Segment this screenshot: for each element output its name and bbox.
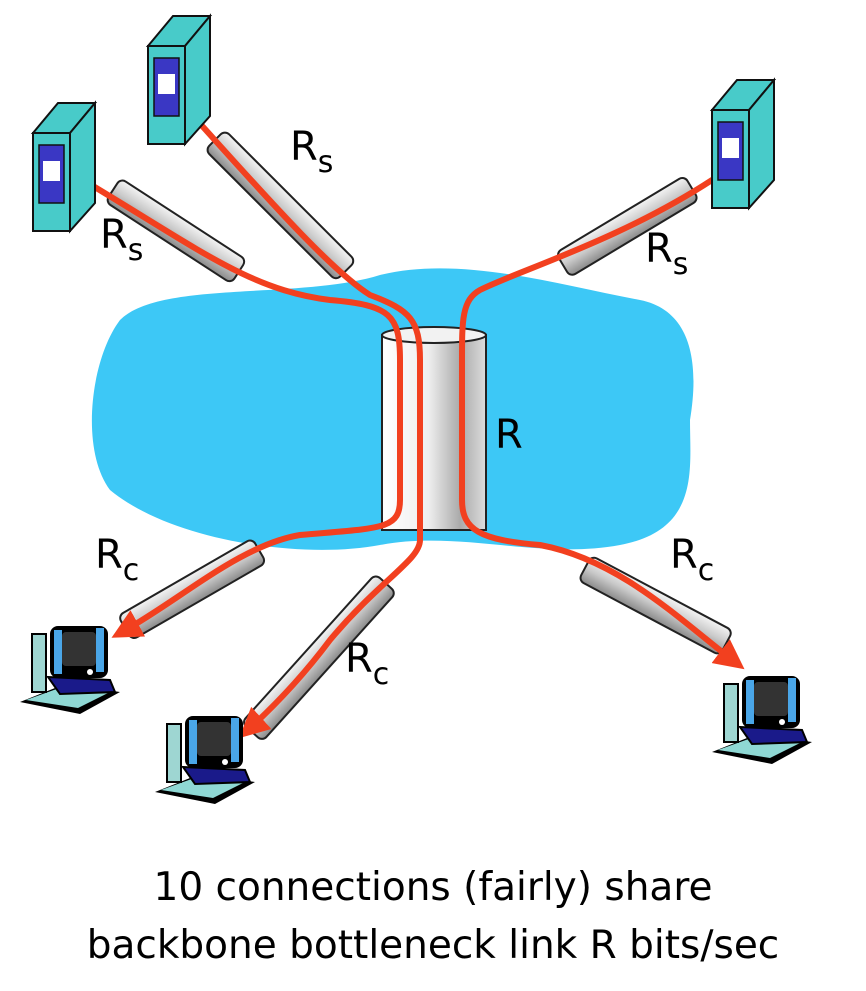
server-link-label: Rs [290, 124, 333, 180]
caption-line-1: 10 connections (fairly) share [154, 865, 713, 910]
server-icon [147, 15, 211, 145]
client-link-label: Rc [670, 532, 714, 588]
server-icon [711, 79, 775, 209]
server-icon [32, 102, 96, 232]
bottleneck-label: R [495, 412, 523, 458]
client-link-label: Rc [345, 636, 389, 692]
server-link-label: Rs [100, 212, 143, 268]
computer-icon [154, 715, 256, 805]
client-link-label: Rc [95, 532, 139, 588]
flows [85, 115, 745, 739]
computer-icon [711, 675, 813, 765]
computer-icon [19, 625, 121, 715]
caption-line-2: backbone bottleneck link R bits/sec [87, 923, 780, 968]
server-link-label: Rs [645, 226, 688, 282]
